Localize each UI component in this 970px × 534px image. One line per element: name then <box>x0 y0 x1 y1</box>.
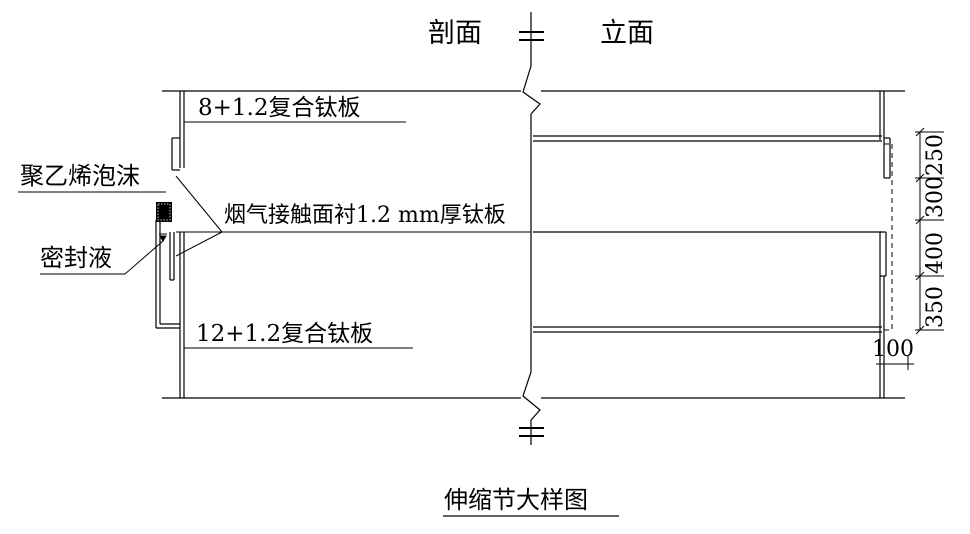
lining-label: 烟气接触面衬1.2 mm厚钛板 <box>224 203 506 228</box>
drawing-caption: 伸缩节大样图 <box>444 486 588 514</box>
hidden-outline <box>884 143 893 331</box>
sealant-symbol <box>159 233 167 242</box>
elevation-view <box>533 91 891 398</box>
dimension-300: 300 <box>923 176 948 218</box>
label-leaders <box>18 121 413 349</box>
dimension-lines <box>876 127 944 370</box>
section-view-label: 剖面 <box>428 18 482 49</box>
foam-block <box>156 202 172 222</box>
dimension-350: 350 <box>923 286 948 328</box>
top-plate-label: 8+1.2复合钛板 <box>198 95 360 121</box>
dimension-250: 250 <box>923 134 948 176</box>
sealant-label: 密封液 <box>40 244 112 272</box>
elevation-view-label: 立面 <box>600 18 654 49</box>
dimension-width-100: 100 <box>872 337 914 362</box>
bottom-plate-label: 12+1.2复合钛板 <box>196 321 373 347</box>
section-view <box>155 91 185 398</box>
outer-boundary-lines <box>162 90 905 399</box>
dimension-400: 400 <box>923 232 948 274</box>
center-line <box>522 12 541 445</box>
lining-leader <box>175 175 531 257</box>
foam-label: 聚乙烯泡沫 <box>20 162 140 190</box>
